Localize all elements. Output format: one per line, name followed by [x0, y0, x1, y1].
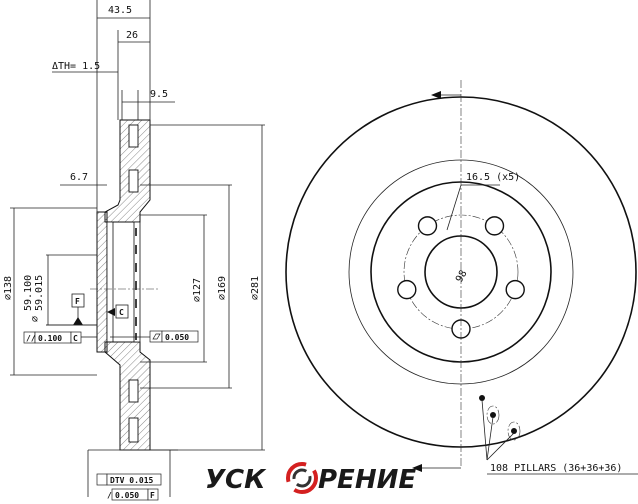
- dim-d127: ⌀127: [192, 278, 203, 302]
- datum-c: C: [119, 308, 124, 317]
- section-lower-ring: [104, 341, 151, 451]
- bolt-hole: [484, 216, 505, 236]
- flatness-tolerance: 0.050: [165, 333, 189, 342]
- bolt-hole: [397, 279, 417, 300]
- dim-hat-offset: 6.7: [70, 172, 88, 183]
- bolt-holes-label: 16.5 (x5): [466, 172, 520, 183]
- svg-text://: //: [26, 334, 36, 343]
- flatness-frame: 0.050: [110, 330, 199, 343]
- dim-overall-width: 43.5: [108, 5, 132, 16]
- section-upper-ring: [104, 119, 151, 223]
- section-hat-wall: [96, 211, 108, 353]
- bolt-hole: [417, 216, 438, 236]
- bolt-holes: [397, 216, 525, 339]
- runout-tolerance: 0.050: [115, 491, 139, 500]
- svg-text:РЕНИЕ: РЕНИЕ: [318, 465, 416, 495]
- front-view: 16.5 (x5) 98 108 PILLARS (36+36+36): [285, 80, 638, 475]
- svg-text:/: /: [107, 491, 112, 500]
- svg-text:УСК: УСК: [205, 465, 267, 495]
- dtv-label: DTV 0.015: [110, 476, 154, 485]
- dim-bore-max: 59.100: [23, 275, 34, 311]
- datum-f: F: [75, 297, 80, 306]
- dim-d138: ⌀138: [3, 276, 14, 300]
- parallelism-datum: C: [73, 334, 78, 343]
- pcd-label: 98: [454, 269, 470, 285]
- cooling-fins: [133, 221, 141, 343]
- parallelism-frame: // 0.100 C: [23, 331, 97, 344]
- dim-d169: ⌀169: [217, 276, 228, 300]
- dim-d281: ⌀281: [250, 276, 261, 300]
- dim-bore-min: 59.015: [34, 275, 45, 311]
- bolt-hole: [505, 279, 525, 300]
- section-view: 43.5 26 ΔTH= 1.5 9.5 6.7 ⌀138 ⌀ 59.100 5…: [3, 0, 265, 501]
- runout-datum: F: [150, 491, 155, 500]
- pillars-label: 108 PILLARS (36+36+36): [490, 463, 622, 474]
- dtv-frame: DTV 0.015: [96, 473, 162, 486]
- dim-rib: 9.5: [150, 89, 168, 100]
- brand-logo: УСК РЕНИЕ: [205, 462, 416, 495]
- parallelism-tolerance: 0.100: [38, 334, 62, 343]
- runout-frame: / 0.050 F: [107, 488, 159, 501]
- dim-thickness-variation: ΔTH= 1.5: [52, 61, 100, 72]
- dim-bore-prefix: ⌀: [30, 316, 41, 322]
- dim-width: 26: [126, 30, 138, 41]
